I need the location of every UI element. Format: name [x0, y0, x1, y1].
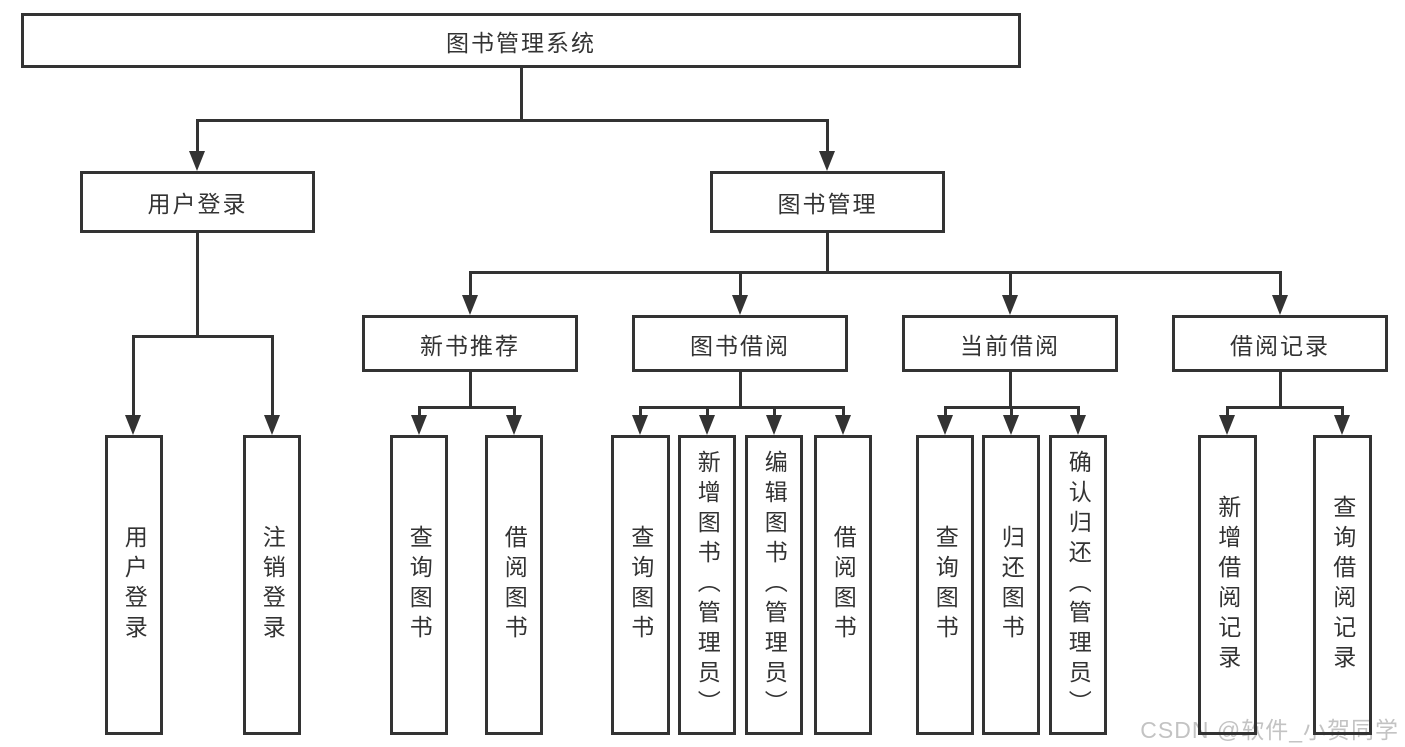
leaf-recommend-query-books-label: 查询图书 [406, 525, 433, 645]
leaf-borrow-query-books-label: 查询图书 [627, 525, 654, 645]
connector-line [826, 233, 829, 274]
node-user-login: 用户登录 [80, 171, 315, 233]
connector-line [1341, 406, 1344, 418]
leaf-borrow-borrow-books: 借阅图书 [814, 435, 872, 735]
node-book-borrowing: 图书借阅 [632, 315, 848, 372]
connector-line [1010, 406, 1013, 418]
connector-line [944, 406, 947, 418]
connector-line [639, 406, 845, 409]
connector-line [418, 406, 516, 409]
arrowhead-icon [189, 151, 205, 171]
arrowhead-icon [819, 151, 835, 171]
connector-line [271, 335, 274, 418]
connector-line [1226, 406, 1229, 418]
arrowhead-icon [699, 415, 715, 435]
connector-line [739, 372, 742, 409]
leaf-records-add-record: 新增借阅记录 [1198, 435, 1257, 735]
arrowhead-icon [1003, 415, 1019, 435]
leaf-records-query-record-label: 查询借阅记录 [1329, 495, 1356, 675]
leaf-logout-label: 注销登录 [259, 525, 286, 645]
connector-line [706, 406, 709, 418]
connector-line [639, 406, 642, 418]
leaf-current-query-books-label: 查询图书 [932, 525, 959, 645]
arrowhead-icon [1272, 295, 1288, 315]
leaf-borrow-edit-books-admin-label: 编辑图书（管理员） [761, 450, 788, 720]
arrowhead-icon [632, 415, 648, 435]
arrowhead-icon [411, 415, 427, 435]
leaf-current-query-books: 查询图书 [916, 435, 974, 735]
connector-line [773, 406, 776, 418]
leaf-recommend-borrow-books: 借阅图书 [485, 435, 543, 735]
arrowhead-icon [1334, 415, 1350, 435]
node-root: 图书管理系统 [21, 13, 1021, 68]
arrowhead-icon [264, 415, 280, 435]
connector-line [1226, 406, 1344, 409]
connector-line [469, 271, 472, 299]
node-current-borrowing: 当前借阅 [902, 315, 1118, 372]
node-borrowing-records: 借阅记录 [1172, 315, 1388, 372]
leaf-records-query-record: 查询借阅记录 [1313, 435, 1372, 735]
leaf-borrow-edit-books-admin: 编辑图书（管理员） [745, 435, 803, 735]
leaf-borrow-query-books: 查询图书 [611, 435, 670, 735]
connector-line [513, 406, 516, 418]
node-book-management: 图书管理 [710, 171, 945, 233]
watermark: CSDN @软件_小贺同学 [1140, 717, 1399, 743]
arrowhead-icon [462, 295, 478, 315]
connector-line [196, 233, 199, 338]
arrowhead-icon [937, 415, 953, 435]
arrowhead-icon [1002, 295, 1018, 315]
connector-line [826, 119, 829, 155]
connector-line [1009, 372, 1012, 409]
connector-line [196, 119, 829, 122]
leaf-user-login: 用户登录 [105, 435, 163, 735]
connector-line [132, 335, 274, 338]
connector-line [520, 68, 523, 122]
leaf-logout: 注销登录 [243, 435, 301, 735]
leaf-user-login-label: 用户登录 [121, 525, 148, 645]
connector-line [1009, 271, 1012, 299]
leaf-records-add-record-label: 新增借阅记录 [1214, 495, 1241, 675]
connector-line [418, 406, 421, 418]
arrowhead-icon [125, 415, 141, 435]
connector-line [132, 335, 135, 418]
arrowhead-icon [1219, 415, 1235, 435]
leaf-borrow-add-books-admin: 新增图书（管理员） [678, 435, 736, 735]
leaf-current-confirm-return-admin: 确认归还（管理员） [1049, 435, 1107, 735]
leaf-borrow-borrow-books-label: 借阅图书 [830, 525, 857, 645]
connector-line [1279, 372, 1282, 409]
node-new-book-recommend: 新书推荐 [362, 315, 578, 372]
connector-line [196, 119, 199, 155]
connector-line [1077, 406, 1080, 418]
leaf-recommend-borrow-books-label: 借阅图书 [501, 525, 528, 645]
arrowhead-icon [732, 295, 748, 315]
connector-line [1279, 271, 1282, 299]
leaf-current-confirm-return-admin-label: 确认归还（管理员） [1065, 450, 1092, 720]
leaf-borrow-add-books-admin-label: 新增图书（管理员） [694, 450, 721, 720]
connector-line [842, 406, 845, 418]
leaf-recommend-query-books: 查询图书 [390, 435, 448, 735]
connector-line [469, 372, 472, 409]
arrowhead-icon [766, 415, 782, 435]
arrowhead-icon [506, 415, 522, 435]
leaf-current-return-books-label: 归还图书 [998, 525, 1025, 645]
connector-line [469, 271, 1282, 274]
leaf-current-return-books: 归还图书 [982, 435, 1040, 735]
arrowhead-icon [835, 415, 851, 435]
connector-line [739, 271, 742, 299]
arrowhead-icon [1070, 415, 1086, 435]
